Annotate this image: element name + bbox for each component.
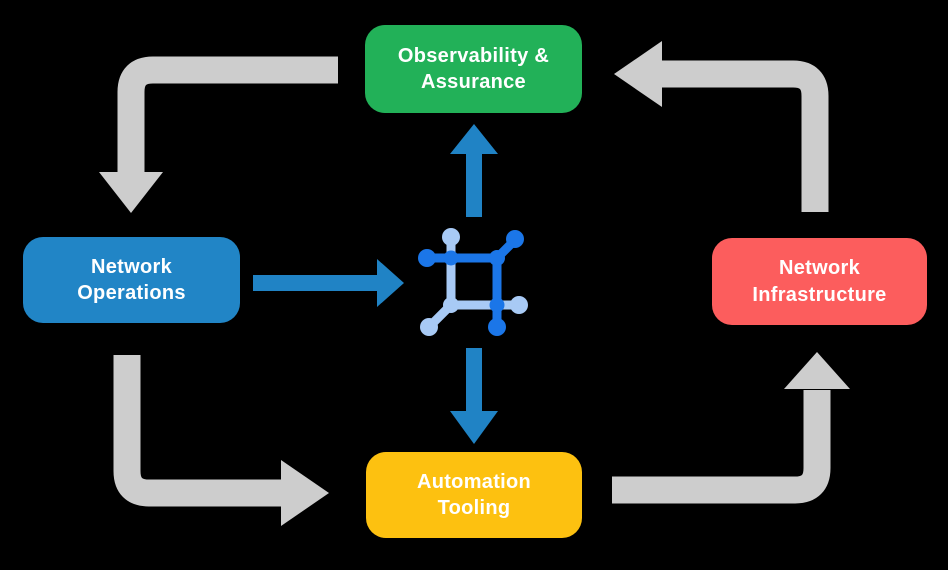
node-network-infrastructure: Network Infrastructure xyxy=(712,238,927,325)
flow-arrow-center-to-observability xyxy=(450,124,498,217)
icon-light-strokes xyxy=(420,228,528,336)
arrow-shaft xyxy=(660,60,829,212)
arrowhead-right xyxy=(377,259,404,307)
arrowhead-left xyxy=(614,41,662,107)
arrowhead-up xyxy=(784,352,850,389)
arrowhead-down xyxy=(99,172,163,213)
network-automation-icon xyxy=(418,228,528,336)
node-label-line: Network xyxy=(778,257,860,280)
arrowhead-up xyxy=(450,124,498,154)
node-network-operations: Network Operations xyxy=(23,237,240,323)
node-label-line: Observability & xyxy=(397,44,550,67)
node-label-line: Assurance xyxy=(421,71,526,93)
node-observability-assurance: Observability & Assurance xyxy=(365,25,582,113)
arrowhead-down xyxy=(450,411,498,444)
icon-dark-strokes xyxy=(418,230,524,336)
cycle-arrow-infrastructure-to-observability xyxy=(614,41,829,212)
cycle-arrow-automation-to-infrastructure xyxy=(612,352,850,504)
flow-arrow-operations-to-center xyxy=(253,259,404,307)
node-label-line: Network xyxy=(90,255,172,278)
cycle-arrow-observability-to-operations xyxy=(99,56,338,213)
arrow-shaft xyxy=(612,390,831,504)
arrow-shaft xyxy=(113,355,283,507)
node-label-line: Tooling xyxy=(437,497,511,519)
flow-arrow-center-to-automation xyxy=(450,348,498,444)
node-label-line: Infrastructure xyxy=(752,283,887,306)
arrowhead-right xyxy=(281,460,329,526)
node-label-line: Operations xyxy=(77,282,186,304)
arrow-shaft xyxy=(117,56,338,174)
cycle-arrow-operations-to-automation xyxy=(113,355,329,526)
node-automation-tooling: Automation Tooling xyxy=(366,452,582,538)
node-label-line: Automation xyxy=(416,470,532,493)
